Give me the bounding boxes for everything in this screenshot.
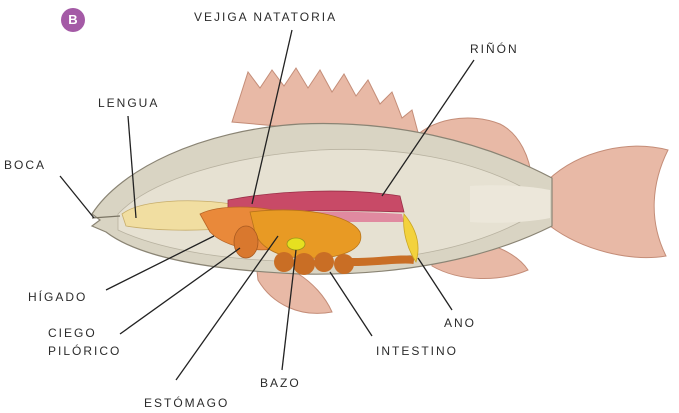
label-pilorico: PILÓRICO <box>48 344 121 358</box>
label-higado: HÍGADO <box>28 290 87 304</box>
spleen <box>287 238 305 250</box>
label-bazo: BAZO <box>260 376 301 390</box>
label-vejiga-natatoria: VEJIGA NATATORIA <box>194 10 337 24</box>
label-rinon: RIÑÓN <box>470 42 519 56</box>
caudal-peduncle <box>470 185 550 223</box>
tail-fin <box>548 146 668 257</box>
label-boca: BOCA <box>4 158 46 172</box>
label-intestino: INTESTINO <box>376 344 458 358</box>
label-lengua: LENGUA <box>98 96 159 110</box>
label-ano: ANO <box>444 316 476 330</box>
section-badge: B <box>61 8 85 32</box>
pyloric-caeca <box>234 226 258 258</box>
label-ciego: CIEGO <box>48 326 97 340</box>
label-estomago: ESTÓMAGO <box>144 396 229 410</box>
